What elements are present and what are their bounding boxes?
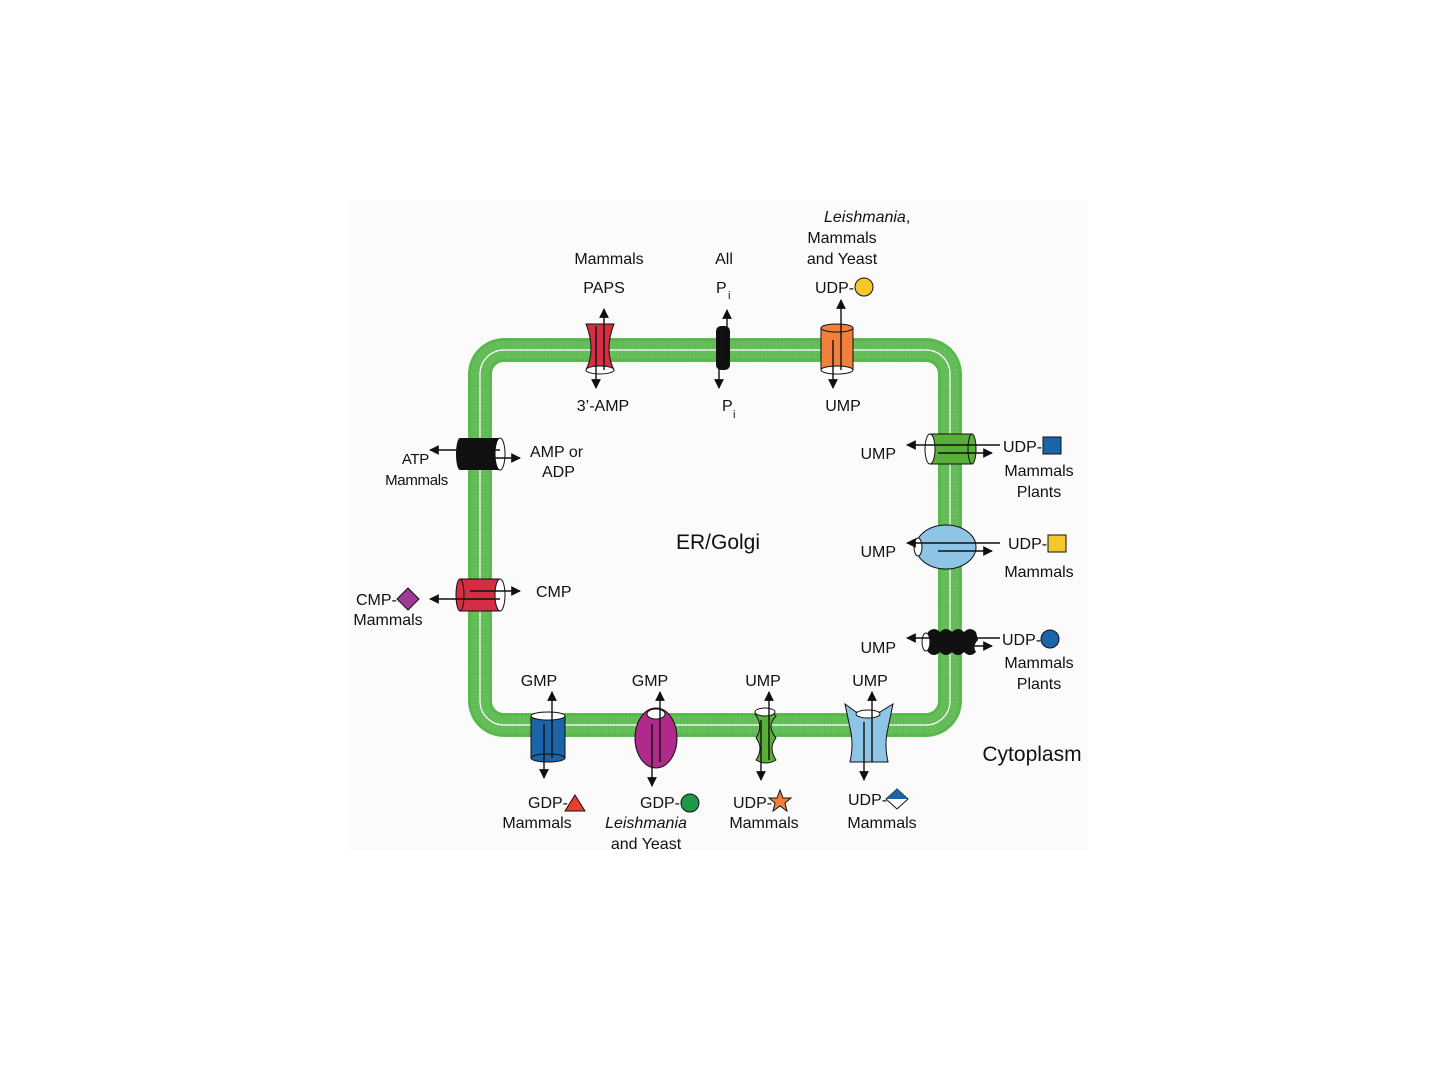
udp-blue-square-organism-2: Plants [1017, 484, 1061, 501]
cmp-organism: Mammals [353, 612, 422, 629]
udp-blue-square-product: UMP [860, 446, 896, 463]
gdp-green-circle-substrate: GDP- [640, 795, 680, 812]
udp-yellow-square-product: UMP [860, 544, 896, 561]
figure-background [348, 200, 1088, 850]
udp-blue-circle-organism: Mammals [1004, 655, 1073, 672]
udp-blue-circle-substrate: UDP- [1002, 632, 1041, 649]
udp-blue-diamond-organism: Mammals [847, 815, 916, 832]
gdp-green-circle-organism-2: and Yeast [611, 836, 682, 853]
pi-product: P [722, 398, 733, 415]
udp-blue-square-organism: Mammals [1004, 463, 1073, 480]
udp-yellow-square-substrate: UDP- [1008, 536, 1047, 553]
pi-substrate: P [716, 280, 727, 297]
udp-orange-star-product: UMP [745, 673, 781, 690]
paps-organism: Mammals [574, 251, 643, 268]
udp-yellow-square-organism: Mammals [1004, 564, 1073, 581]
udp-blue-circle-product: UMP [860, 640, 896, 657]
gdp-red-triangle-product: GMP [521, 673, 557, 690]
atp-substrate: ATP [402, 451, 429, 468]
atp-organism: Mammals [385, 472, 448, 489]
yellow-circle-sugar-icon [855, 278, 873, 296]
atp-product-2: ADP [542, 464, 575, 481]
atp-product: AMP or [530, 444, 584, 461]
udp-blue-diamond-product: UMP [852, 673, 888, 690]
lumen-label: ER/Golgi [676, 531, 760, 554]
gdp-red-triangle-substrate: GDP- [528, 795, 568, 812]
organism-italic: Leishmania [824, 209, 906, 226]
gdp-green-circle-product: GMP [632, 673, 668, 690]
organism-rest: , [906, 209, 910, 226]
udp-blue-square-substrate: UDP- [1003, 439, 1042, 456]
udp-blue-diamond-substrate: UDP- [848, 792, 887, 809]
cmp-substrate: CMP- [356, 592, 397, 609]
udp-yellow-circle-product: UMP [825, 398, 861, 415]
udp-yellow-circle-organism-3: and Yeast [807, 251, 878, 268]
blue-square-sugar-icon [1043, 437, 1061, 454]
udp-yellow-circle-organism: Leishmania, [824, 209, 910, 226]
cytoplasm-label: Cytoplasm [982, 743, 1081, 766]
paps-product: 3’-AMP [577, 398, 629, 415]
yellow-square-sugar-icon [1048, 535, 1066, 552]
pi-organism: All [715, 251, 733, 268]
pi-substrate-subscript: i [728, 290, 730, 302]
gdp-red-triangle-organism: Mammals [502, 815, 571, 832]
udp-yellow-circle-organism-2: Mammals [807, 230, 876, 247]
cmp-product: CMP [536, 584, 572, 601]
udp-yellow-circle-substrate: UDP- [815, 280, 854, 297]
blue-circle-sugar-icon [1041, 630, 1059, 648]
pi-product-subscript: i [733, 409, 735, 421]
paps-substrate: PAPS [583, 280, 625, 297]
green-circle-sugar-icon [681, 794, 699, 812]
gdp-green-circle-organism: Leishmania [605, 815, 687, 832]
udp-orange-star-substrate: UDP- [733, 795, 772, 812]
udp-blue-circle-organism-2: Plants [1017, 676, 1061, 693]
udp-orange-star-organism: Mammals [729, 815, 798, 832]
